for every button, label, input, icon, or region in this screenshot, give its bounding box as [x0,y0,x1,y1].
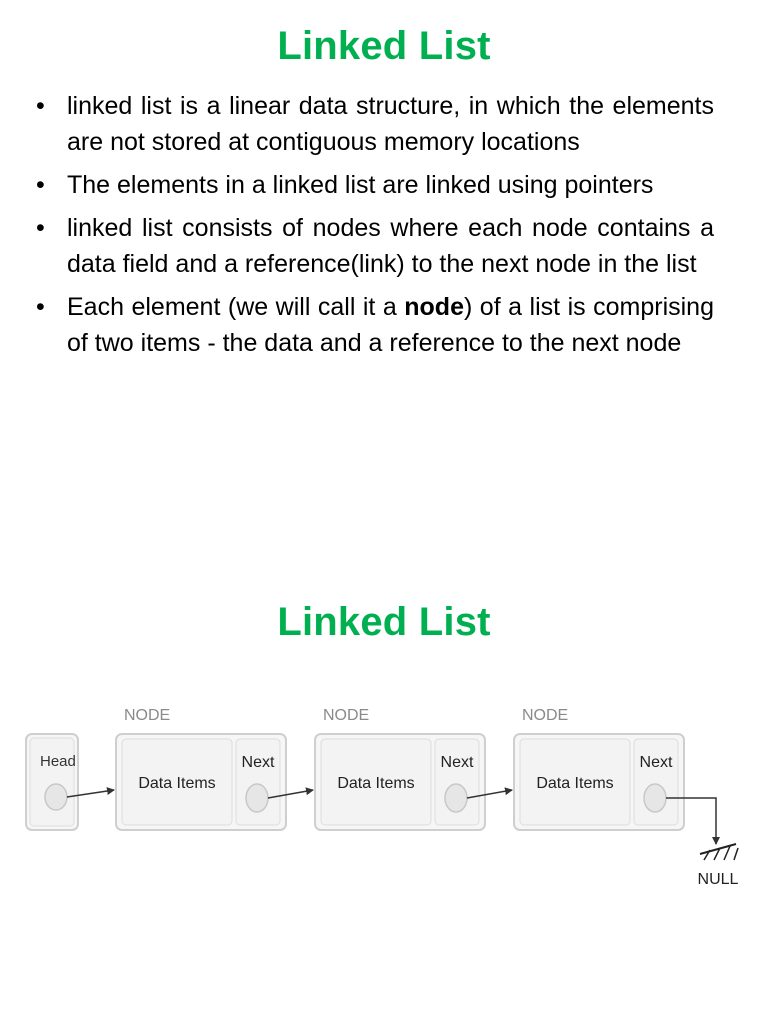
bullet-text-4-before: Each element (we will call it a [67,293,405,321]
next-pointer-circle [643,783,667,813]
head-label: Head [40,753,76,770]
bullet-item-3: • linked list consists of nodes where ea… [36,210,714,282]
next-label: Next [242,754,275,771]
bullet-text-4-bold: node [404,293,464,321]
bullet-item-1: • linked list is a linear data structure… [36,88,714,160]
next-label: Next [441,754,474,771]
null-label: NULL [698,871,739,888]
data-items-box [121,738,233,826]
node-2-arrow [466,787,513,799]
bullet-icon: • [36,92,45,120]
head-pointer-circle [44,783,68,811]
slide-1-title: Linked List [277,24,491,68]
data-items-box [320,738,432,826]
bullet-icon: • [36,214,45,242]
node-2: NODE Data Items Next [314,707,486,831]
bullet-icon: • [36,293,45,321]
next-pointer-circle [245,783,269,813]
null-arrow [666,797,720,845]
bullet-list: • linked list is a linear data structure… [36,88,714,368]
node-1-arrow [267,787,314,799]
head-box: Head [25,733,79,831]
node-1: NODE Data Items Next [115,707,287,831]
bullet-text-1: linked list is a linear data structure, … [67,92,714,156]
head-arrow [66,787,115,798]
data-items-label: Data Items [536,775,613,792]
bullet-text-2: The elements in a linked list are linked… [67,171,654,199]
linked-list-svg: Head NODE Data Items Next NODE Data Ite [25,707,739,888]
bullet-item-2: • The elements in a linked list are link… [36,167,714,203]
next-label: Next [640,754,673,771]
node-caption: NODE [323,707,369,724]
slide-2-title: Linked List [277,600,491,644]
node-caption: NODE [522,707,568,724]
linked-list-diagram: Head NODE Data Items Next NODE Data Ite [24,698,748,898]
node-3: NODE Data Items Next [513,707,685,831]
node-caption: NODE [124,707,170,724]
bullet-item-4: • Each element (we will call it a node) … [36,289,714,361]
next-pointer-circle [444,783,468,813]
data-items-label: Data Items [337,775,414,792]
ground-icon [699,843,739,861]
bullet-icon: • [36,171,45,199]
bullet-text-3: linked list consists of nodes where each… [67,214,714,278]
bullet-text-4-after: ) of a list is comprising of two items -… [67,293,714,357]
data-items-box [519,738,631,826]
data-items-label: Data Items [138,775,215,792]
